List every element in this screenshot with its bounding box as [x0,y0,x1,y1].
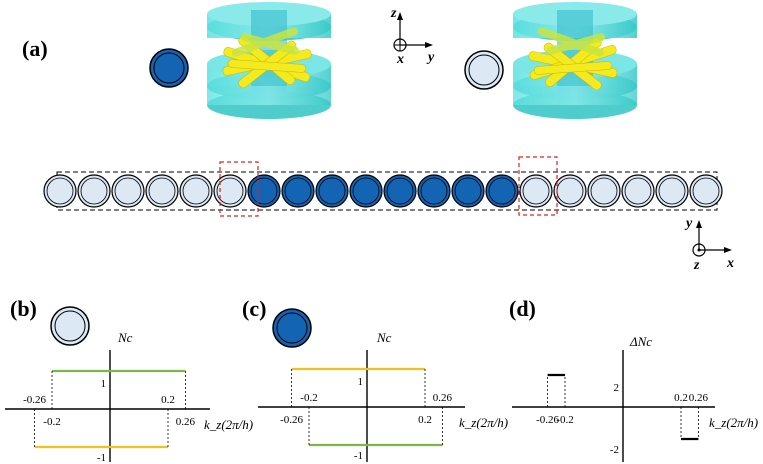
unit-cell-1-illustration [207,2,331,119]
x-tick-label: 0.2 [418,414,432,426]
y-axis-label: Nc [117,330,133,345]
lattice-cell-light [553,174,587,208]
lattice-cell-dark [485,174,519,208]
x-tick-label: 0.26 [689,392,709,404]
lattice-cell-dark [349,174,383,208]
bottom-axis-x-label: x [727,256,734,271]
x-tick-label: -0.26 [280,414,303,426]
lattice-cell-light [111,174,145,208]
right-domain-wall-box [518,156,558,216]
lattice-cell-light [689,174,723,208]
x-tick-label: 0.26 [433,392,453,404]
left-domain-wall-box [219,161,259,217]
light-unit-cell-icon [464,50,504,90]
lattice-cell-light [145,174,179,208]
y-tick-label: -1 [354,450,363,462]
lattice-cell-light [519,174,553,208]
x-axis-label: k_z(2π/h) [709,415,758,430]
top-axis-z-label: z [391,6,397,21]
lattice-cell-light [587,174,621,208]
x-axis-label: k_z(2π/h) [459,415,508,430]
bottom-axes-indicator [692,220,732,257]
dark-unit-cell-icon [149,48,189,88]
x-tick-label: -0.26 [536,414,559,426]
x-tick-label: 0.2 [674,392,688,404]
top-axes-indicator [393,12,433,52]
x-tick-label: 0.26 [176,416,196,428]
x-tick-label: -0.2 [300,392,317,404]
lattice-cell-dark [417,174,451,208]
lattice-cell-light [77,174,111,208]
y-axis-label: Nc [376,330,392,345]
panel-b-light-cell-icon [50,306,90,346]
lattice-cell-dark [451,174,485,208]
top-axis-x-label: x [397,52,404,67]
y-tick-label: 1 [358,376,364,388]
panel-label-d: (d) [509,296,536,321]
y-tick-label: -1 [97,452,106,464]
lattice-cell-light [43,174,77,208]
lattice-cell-light [213,174,247,208]
lattice-cell-dark [281,174,315,208]
lattice-cell-dark [315,174,349,208]
panel-a-figure [43,2,732,257]
lattice-strip [43,156,723,217]
x-tick-label: -0.26 [23,394,46,406]
panel-c-dark-cell-icon [272,308,312,348]
panel-label-c: (c) [242,296,267,321]
bottom-axis-z-label: z [694,258,700,273]
chart-panel-c: Nc k_z(2π/h) -0.26 -0.2 0.20.26 1 -1 [258,330,508,462]
lattice-cell-light [179,174,213,208]
lattice-cell-light [655,174,689,208]
charts-area: Nck_z(2π/h)-0.26-0.20.20.261-1Nck_z(2π/h… [5,330,758,464]
y-tick-label: 1 [101,378,107,390]
lattice-cell-dark [247,174,281,208]
panel-label-a: (a) [22,36,48,61]
lattice-cell-light [621,174,655,208]
y-tick-label: -2 [610,444,619,456]
x-axis-label: k_z(2π/h) [204,417,253,432]
x-tick-label: -0.2 [43,416,60,428]
chart-panel-b: Nc k_z(2π/h) -0.26 -0.2 0.20.26 1 -1 [5,330,253,464]
top-axis-y-label: y [428,50,435,65]
bottom-axis-y-label: y [686,216,693,231]
y-tick-label: 2 [614,382,620,394]
lattice-cell-dark [383,174,417,208]
panel-label-b: (b) [10,296,37,321]
x-tick-label: 0.2 [161,394,175,406]
unit-cell-2-illustration [513,2,637,119]
y-axis-label: ΔNc [629,334,652,349]
x-tick-label: -0.2 [556,414,573,426]
